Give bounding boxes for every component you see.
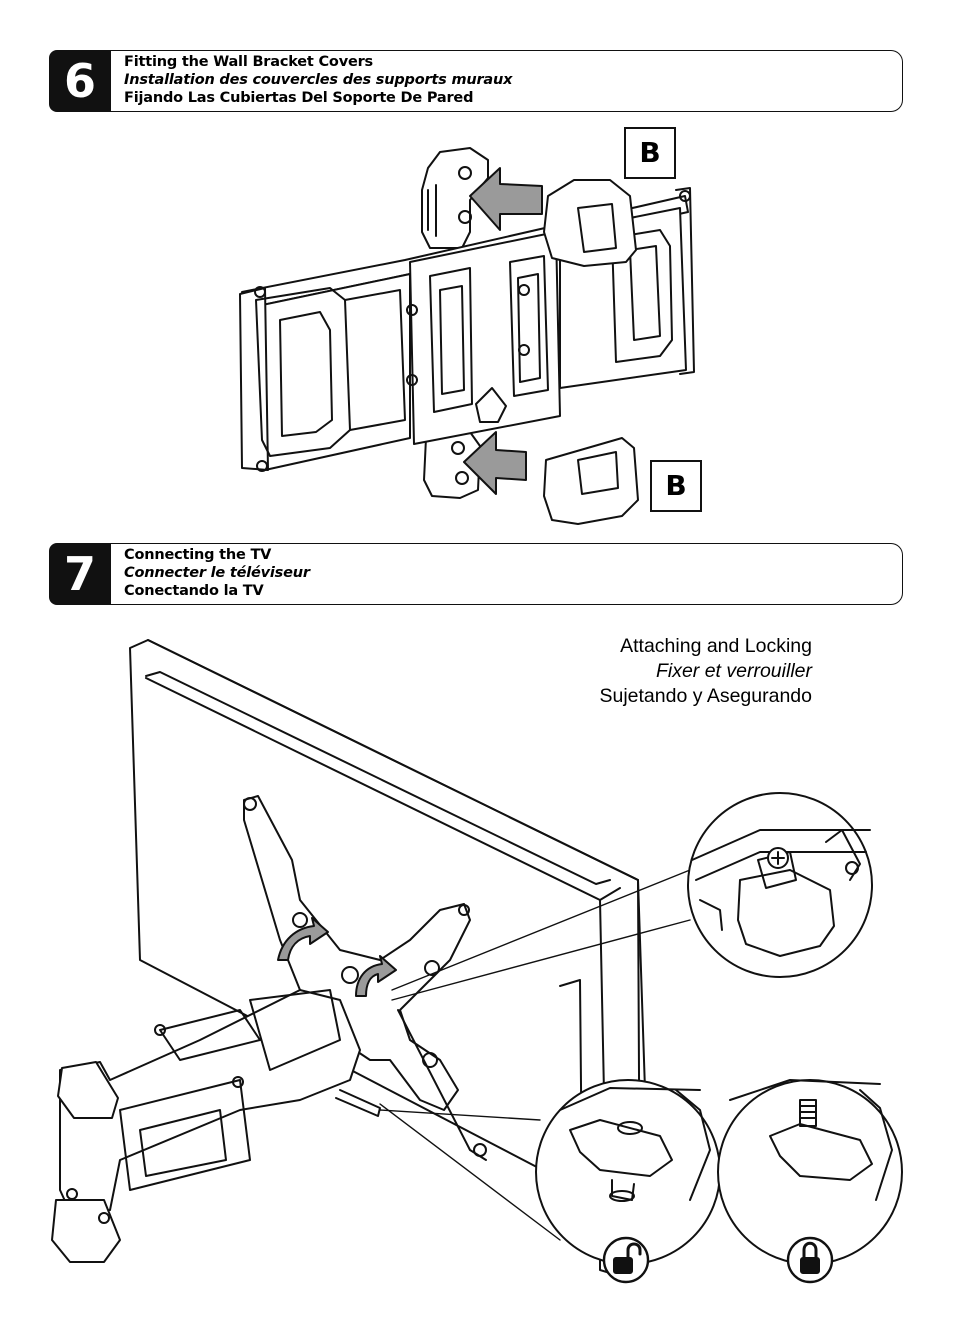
- step-7-title-es: Conectando la TV: [124, 583, 264, 599]
- rotate-arrow-right: [355, 955, 397, 997]
- caption-fr: Fixer et verrouiller: [655, 660, 812, 682]
- caption-en: Attaching and Locking: [620, 635, 812, 657]
- bracket-cover-bottom: [543, 437, 639, 525]
- step-6-title-en: Fitting the Wall Bracket Covers: [124, 54, 373, 70]
- step-6-title-bar: [107, 50, 903, 112]
- bracket-cover-top: [543, 179, 637, 267]
- step-7-titles: Connecting the TV Connecter le téléviseu…: [124, 546, 310, 600]
- step-7-number-badge: 7: [49, 543, 111, 605]
- step-6-title-fr: Installation des couvercles des supports…: [124, 72, 513, 88]
- step-7-title-fr: Connecter le téléviseur: [124, 565, 310, 581]
- detail-circle-unlocked: [535, 1079, 721, 1265]
- padlock-closed-icon: [786, 1236, 834, 1284]
- step-7-header: 7 Connecting the TV Connecter le télévis…: [49, 543, 903, 605]
- padlock-open-icon: [602, 1236, 650, 1284]
- step-7-title-en: Connecting the TV: [124, 547, 272, 563]
- step-6-titles: Fitting the Wall Bracket Covers Installa…: [124, 53, 512, 107]
- label-b-bottom: B: [650, 460, 702, 512]
- detail-circle-locked: [717, 1079, 903, 1265]
- caption-es: Sujetando y Asegurando: [599, 685, 812, 707]
- step-7-title-bar: [107, 543, 903, 605]
- rotate-arrow-left: [277, 917, 329, 961]
- callout-lines: [379, 869, 691, 1241]
- detail-circle-screw: [687, 792, 873, 978]
- wall-plate: [421, 147, 489, 499]
- swing-arm: [51, 989, 381, 1263]
- attaching-caption: Attaching and Locking Fixer et verrouill…: [599, 634, 812, 709]
- step-6-title-es: Fijando Las Cubiertas Del Soporte De Par…: [124, 90, 474, 106]
- label-b-top: B: [624, 127, 676, 179]
- step-6-number-badge: 6: [49, 50, 111, 112]
- step-6-header: 6 Fitting the Wall Bracket Covers Instal…: [49, 50, 903, 112]
- insert-arrow-top: [469, 167, 543, 231]
- insert-arrow-bottom: [463, 431, 527, 495]
- tv-bracket-plate: [406, 231, 561, 445]
